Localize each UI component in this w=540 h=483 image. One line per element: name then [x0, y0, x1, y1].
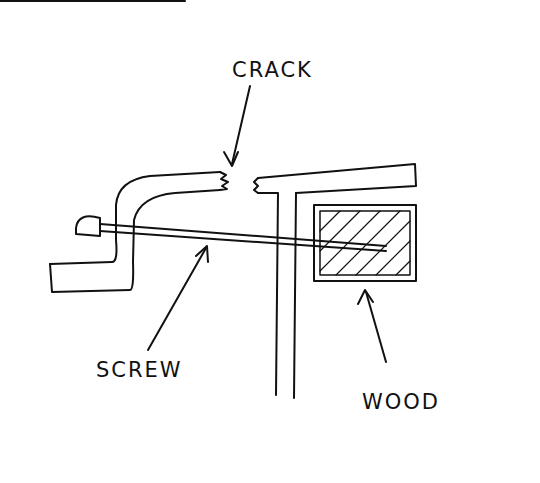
wood-hatch: [320, 211, 410, 275]
screw-label: SCREW: [96, 360, 183, 381]
leader-arrowhead: [224, 152, 238, 166]
crack-mark: [254, 178, 258, 193]
leader-arrowhead: [358, 290, 373, 304]
wood-outline: [314, 205, 416, 281]
wood-block: [320, 211, 410, 275]
wall-outline: [258, 193, 278, 395]
wall-outline: [258, 164, 416, 193]
leader-arrowhead: [196, 246, 208, 262]
leader-line: [148, 248, 206, 350]
wall-outline: [294, 193, 296, 398]
leader-line: [366, 292, 386, 362]
crack-label: CRACK: [232, 60, 313, 81]
wood-label: WOOD: [362, 392, 440, 413]
bent-part-outline: [50, 190, 220, 292]
screw-head: [76, 216, 100, 236]
leader-line: [232, 86, 250, 164]
top-edge-line: [0, 0, 185, 2]
crack-mark: [220, 172, 228, 190]
screw-shaft: [100, 231, 386, 251]
